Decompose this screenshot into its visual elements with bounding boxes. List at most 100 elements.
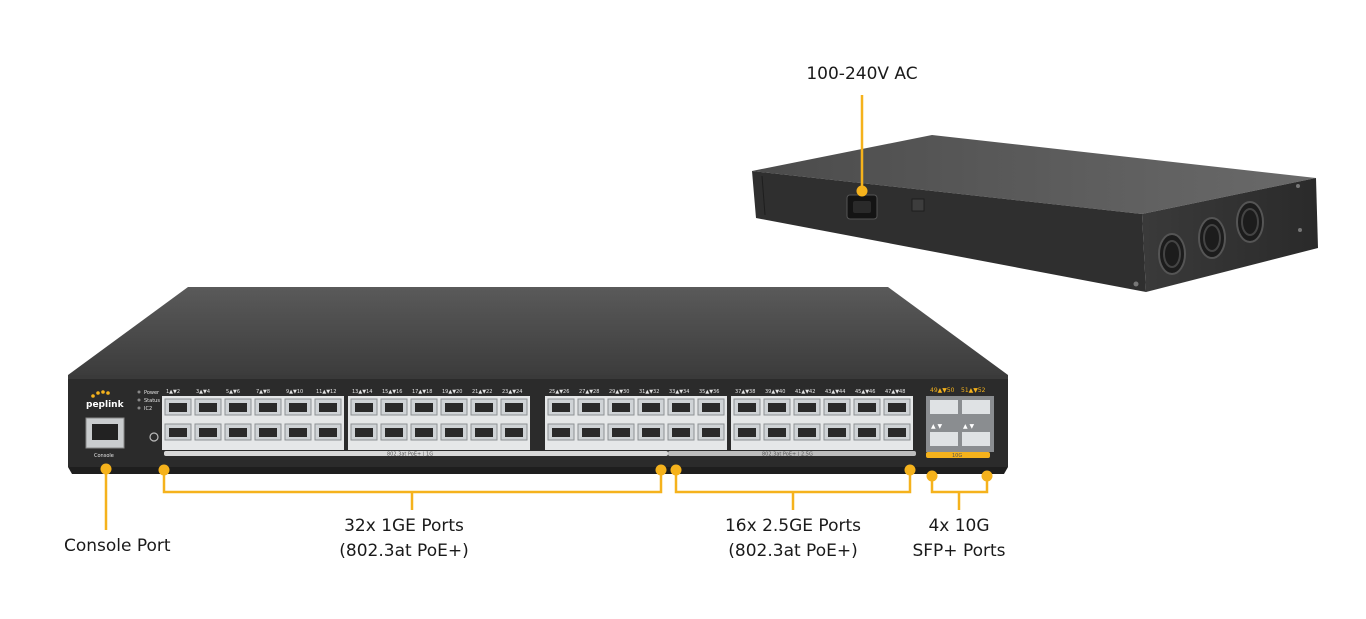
group1-tag: 802.3at PoE+ | 1G: [387, 452, 433, 458]
port-number-label: 43▲▼44: [825, 389, 845, 395]
port-number-label: 3▲▼4: [196, 389, 210, 395]
port-number-label: 15▲▼16: [382, 389, 402, 395]
callout-lines: [104, 95, 989, 530]
port-number-label: 7▲▼8: [256, 389, 270, 395]
port-socket: [798, 403, 816, 412]
port-number-label: 25▲▼26: [549, 389, 569, 395]
port-block: [545, 396, 727, 450]
sfp-port-50[interactable]: [930, 432, 958, 446]
sfp-port-49[interactable]: [930, 400, 958, 414]
group1-bar: [164, 451, 668, 456]
sfp-port-51[interactable]: [962, 400, 990, 414]
led-label-ic2: IC2: [144, 406, 152, 412]
port-socket: [858, 403, 876, 412]
port-number-label: 39▲▼40: [765, 389, 785, 395]
port-socket: [552, 403, 570, 412]
reset-button[interactable]: [149, 432, 159, 442]
port-number-label: 21▲▼22: [472, 389, 492, 395]
ge25-callout-line1: 16x 2.5GE Ports: [725, 516, 861, 536]
port-socket: [415, 403, 433, 412]
ge25-callout-line2: (802.3at PoE+): [728, 541, 857, 561]
port-socket: [289, 428, 307, 437]
port-socket: [768, 428, 786, 437]
fan-vent-icon: [1158, 233, 1186, 275]
port-socket: [738, 403, 756, 412]
sfp-callout-line2: SFP+ Ports: [912, 541, 1005, 561]
port-socket: [828, 428, 846, 437]
port-block: [731, 396, 913, 450]
port-socket: [505, 428, 523, 437]
port-socket: [582, 428, 600, 437]
port-number-label: 27▲▼28: [579, 389, 599, 395]
port-socket: [355, 428, 373, 437]
fan-vent-icon: [1236, 201, 1264, 243]
console-callout: Console Port: [64, 536, 171, 556]
port-number-label: 45▲▼46: [855, 389, 875, 395]
port-number-label: 33▲▼34: [669, 389, 689, 395]
port-socket: [199, 403, 217, 412]
port-socket: [582, 403, 600, 412]
port-socket: [445, 403, 463, 412]
port-socket: [289, 403, 307, 412]
status-leds: Power Status IC2: [137, 390, 160, 412]
rear-view-switch: [752, 135, 1318, 292]
port-socket: [169, 403, 187, 412]
port-socket: [229, 428, 247, 437]
port-socket: [445, 428, 463, 437]
port-socket: [475, 428, 493, 437]
port-number-label: 41▲▼42: [795, 389, 815, 395]
port-socket: [798, 428, 816, 437]
port-socket: [738, 428, 756, 437]
port-number-label: 1▲▼2: [166, 389, 180, 395]
console-port-label: Console: [94, 453, 114, 459]
port-number-label: 23▲▼24: [502, 389, 522, 395]
ge-callout-line2: (802.3at PoE+): [339, 541, 468, 561]
port-socket: [169, 428, 187, 437]
sfp-port-52[interactable]: [962, 432, 990, 446]
sfp-number-51-52: 51▲▼52: [961, 387, 986, 394]
sfp-number-49-50: 49▲▼50: [930, 387, 955, 394]
power-callout: 100-240V AC: [806, 64, 917, 84]
port-socket: [259, 403, 277, 412]
svg-text:▲ ▼: ▲ ▼: [963, 423, 975, 430]
port-socket: [672, 403, 690, 412]
port-socket: [768, 403, 786, 412]
port-number-label: 31▲▼32: [639, 389, 659, 395]
console-port[interactable]: Console: [85, 417, 125, 459]
port-socket: [702, 403, 720, 412]
port-socket: [415, 428, 433, 437]
port-socket: [259, 428, 277, 437]
led-label-status: Status: [144, 398, 160, 404]
ge-callout-line1: 32x 1GE Ports: [344, 516, 464, 536]
port-socket: [702, 428, 720, 437]
port-number-label: 35▲▼36: [699, 389, 719, 395]
port-socket: [229, 403, 247, 412]
port-socket: [858, 428, 876, 437]
port-socket: [385, 403, 403, 412]
port-number-label: 11▲▼12: [316, 389, 336, 395]
port-number-label: 29▲▼30: [609, 389, 629, 395]
callout-dots: [100, 185, 993, 482]
port-socket: [672, 428, 690, 437]
port-number-label: 9▲▼10: [286, 389, 303, 395]
port-socket: [552, 428, 570, 437]
port-block: [162, 396, 344, 450]
group2-bar: [668, 451, 916, 456]
fan-vent-icon: [1198, 217, 1226, 259]
port-socket: [642, 403, 660, 412]
port-socket: [475, 403, 493, 412]
svg-text:▲ ▼: ▲ ▼: [931, 423, 943, 430]
port-socket: [642, 428, 660, 437]
port-block: [348, 396, 530, 450]
front-view-switch: peplink Power Status IC2 Console 1▲▼2 3▲▼…: [68, 287, 1008, 474]
power-inlet-icon: [846, 194, 878, 220]
led-label-power: Power: [144, 390, 160, 396]
brand-logo: peplink: [86, 390, 125, 410]
sfp-cage: ▲ ▼ ▲ ▼: [926, 396, 994, 452]
port-socket: [199, 428, 217, 437]
sfp-bar: [926, 452, 990, 458]
port-socket: [612, 403, 630, 412]
port-socket: [319, 428, 337, 437]
port-socket: [355, 403, 373, 412]
